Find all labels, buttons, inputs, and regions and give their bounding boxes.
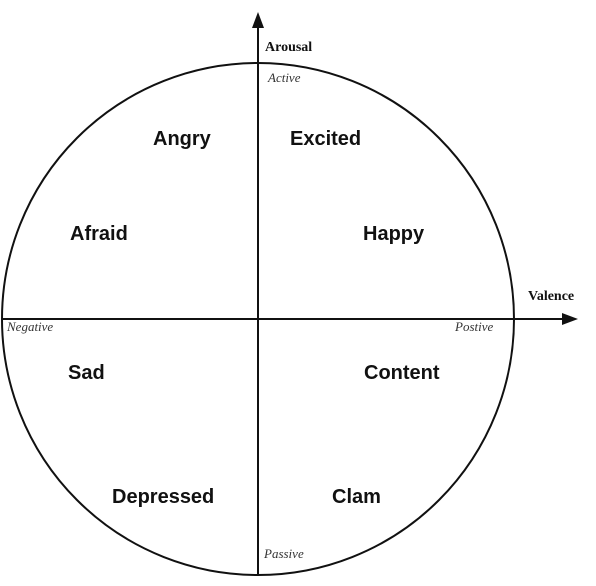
emotion-happy: Happy — [363, 223, 425, 245]
positive-pole-label: Postive — [454, 319, 493, 334]
arousal-axis-title: Arousal — [265, 40, 312, 55]
emotion-calm: Clam — [332, 486, 381, 508]
valence-axis-title: Valence — [528, 289, 574, 304]
emotion-sad: Sad — [68, 362, 105, 384]
emotion-angry: Angry — [153, 128, 212, 150]
valence-axis-arrowhead — [562, 313, 578, 325]
emotion-excited: Excited — [290, 128, 361, 150]
arousal-axis-arrowhead — [252, 12, 264, 28]
emotion-afraid: Afraid — [70, 223, 128, 245]
active-pole-label: Active — [267, 70, 301, 85]
emotion-depressed: Depressed — [112, 486, 214, 508]
negative-pole-label: Negative — [6, 319, 53, 334]
passive-pole-label: Passive — [263, 546, 304, 561]
emotion-content: Content — [364, 362, 440, 384]
